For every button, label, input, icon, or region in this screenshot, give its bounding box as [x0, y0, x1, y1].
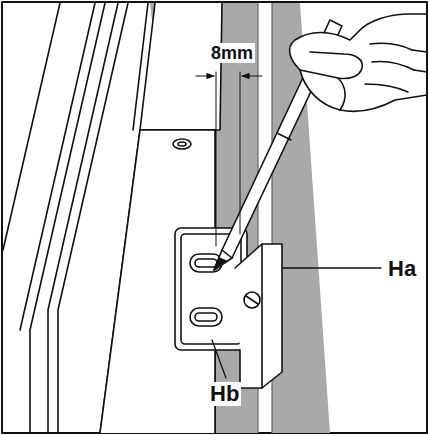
door-hole	[178, 142, 186, 146]
hinge-flange-edge	[261, 244, 263, 388]
slot-hole	[195, 313, 217, 321]
pencil-tip	[214, 258, 226, 270]
door-edge	[20, 3, 95, 330]
slot-hole	[190, 308, 222, 326]
door-hole	[173, 139, 191, 149]
hand	[300, 70, 427, 111]
door-edge	[3, 3, 60, 250]
finger	[412, 50, 427, 72]
dimension-arrow	[196, 75, 214, 76]
screw-slot	[246, 296, 258, 304]
door-top	[140, 3, 222, 130]
hand-crease	[338, 78, 345, 110]
door-edge	[30, 3, 105, 433]
extension-line	[216, 72, 240, 246]
pencil-line	[277, 133, 291, 140]
finger	[365, 43, 414, 92]
dimension-arrow	[242, 75, 262, 76]
slot-hole	[195, 259, 217, 267]
thumb	[300, 52, 362, 79]
door-edge	[133, 3, 148, 130]
hinge-flange	[235, 244, 282, 388]
part-label: Ha	[386, 257, 418, 281]
part-label: Hb	[208, 382, 241, 406]
leader-line	[212, 340, 226, 378]
dimension-label: 8mm	[209, 43, 255, 63]
screw	[244, 292, 260, 308]
leader-line	[283, 267, 381, 268]
pencil-line	[222, 250, 232, 258]
